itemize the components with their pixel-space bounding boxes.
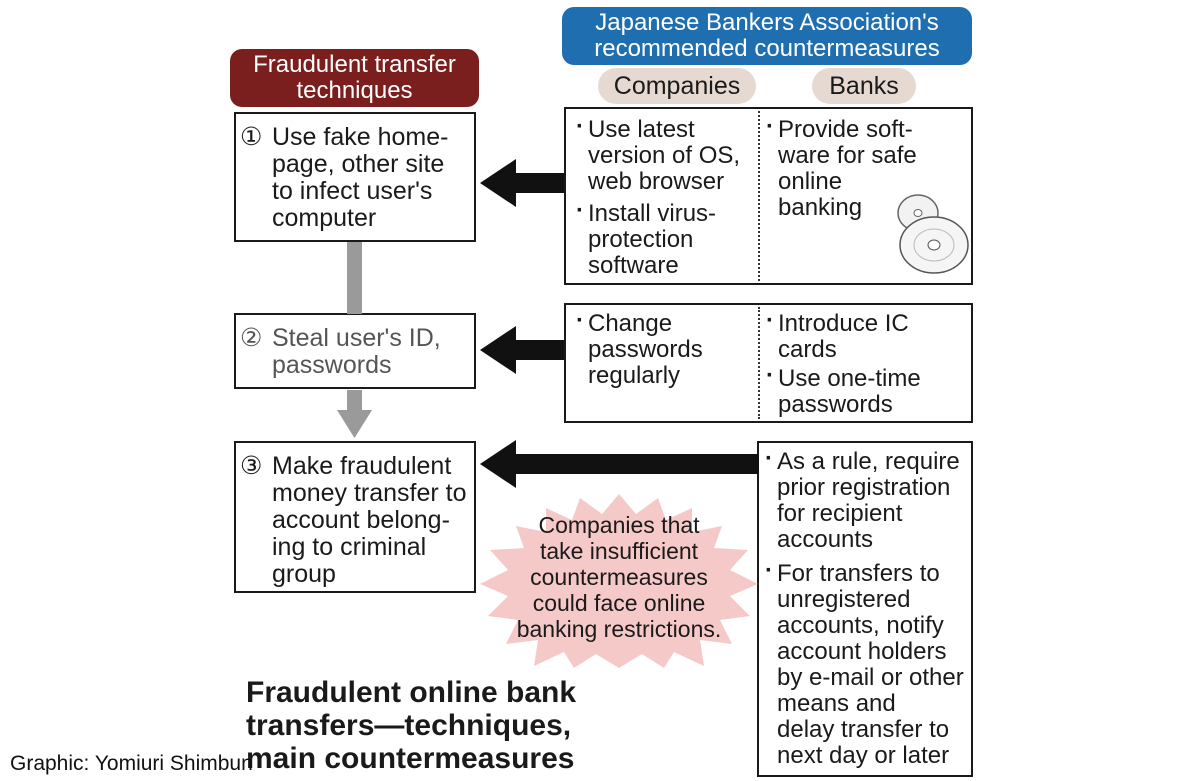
technique-text-1: Use fake home- page, other site to infec… xyxy=(272,123,449,232)
box-2-divider xyxy=(758,307,760,419)
countermeasure-box-1: Use latest version of OS, web browser In… xyxy=(564,107,973,285)
main-title: Fraudulent online bank transfers—techniq… xyxy=(246,676,577,775)
row1-bank-item-1: Provide soft- ware for safe online banki… xyxy=(766,114,917,221)
flow-shaft-2 xyxy=(347,390,362,412)
row2-company-item-1: Change passwords regularly xyxy=(576,308,703,389)
credit-text: Graphic: Yomiuri Shimbun xyxy=(10,752,253,775)
warning-burst xyxy=(480,494,758,668)
technique-box-1: ① Use fake home- page, other site to inf… xyxy=(234,112,476,242)
cd-disc-icon xyxy=(897,194,969,274)
row3-bank-item-2: For transfers to unregistered accounts, … xyxy=(765,558,964,769)
technique-number-2: ② xyxy=(240,324,263,352)
technique-number-1: ① xyxy=(240,123,263,151)
technique-box-2: ② Steal user's ID, passwords xyxy=(234,313,476,389)
burst-text: Companies that take insufficient counter… xyxy=(516,512,722,642)
row3-bank-item-1: As a rule, require prior registration fo… xyxy=(765,446,960,553)
technique-text-3: Make fraudulent money transfer to accoun… xyxy=(272,452,467,588)
flow-shaft-1 xyxy=(347,242,362,314)
arrow-row-3 xyxy=(480,440,759,488)
flow-arrowhead-2 xyxy=(337,410,372,438)
row2-bank-item-2: Use one-time passwords xyxy=(766,363,921,418)
techniques-header: Fraudulent transfer techniques xyxy=(230,49,479,107)
countermeasure-box-3: As a rule, require prior registration fo… xyxy=(757,441,973,777)
burst-shape xyxy=(480,494,758,668)
technique-number-3: ③ xyxy=(240,452,263,480)
arrow-row-2 xyxy=(480,326,564,374)
companies-label: Companies xyxy=(598,68,756,104)
box-1-divider xyxy=(758,111,760,281)
arrow-row-1 xyxy=(480,159,564,207)
countermeasure-box-2: Change passwords regularly Introduce IC … xyxy=(564,303,973,423)
flow-arrows xyxy=(337,242,372,438)
technique-box-3: ③ Make fraudulent money transfer to acco… xyxy=(234,441,476,593)
row1-company-item-1: Use latest version of OS, web browser xyxy=(576,114,740,195)
countermeasure-arrows xyxy=(480,159,759,488)
association-header: Japanese Bankers Association's recommend… xyxy=(562,7,972,65)
technique-text-2: Steal user's ID, passwords xyxy=(272,324,441,379)
row1-company-item-2: Install virus- protection software xyxy=(576,198,716,279)
banks-label: Banks xyxy=(812,68,916,104)
row2-bank-item-1: Introduce IC cards xyxy=(766,308,909,363)
